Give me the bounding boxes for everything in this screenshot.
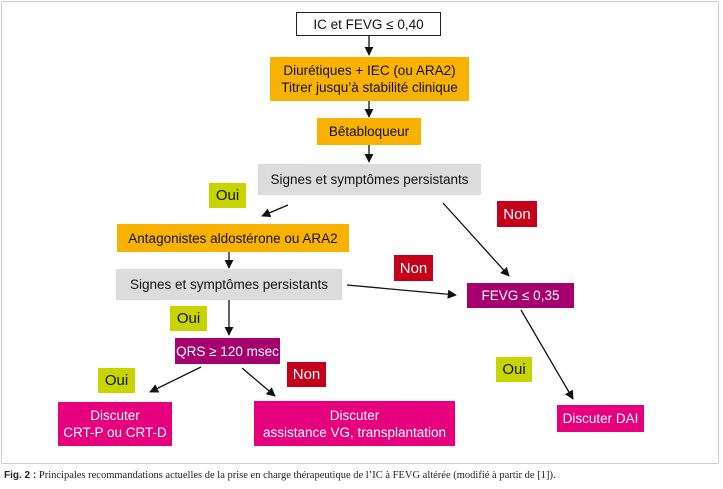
- node-signes-1: Signes et symptômes persistants: [258, 164, 481, 195]
- arrow-qrs-to-crt: [149, 366, 202, 393]
- label-non-1: Non: [497, 201, 537, 227]
- node-betabloqueur: Bêtabloqueur: [317, 118, 421, 145]
- arrow-signes1-to-antagonistes: [261, 204, 289, 217]
- arrow-qrs-to-assistance: [241, 367, 276, 397]
- node-dai: Discuter DAI: [557, 405, 644, 432]
- label-oui-4: Oui: [496, 357, 532, 382]
- caption-prefix: Fig. 2 :: [4, 470, 37, 481]
- caption-text: Principales recommandations actuelles de…: [36, 470, 556, 481]
- node-signes-2: Signes et symptômes persistants: [116, 269, 342, 300]
- arrow-signes1-to-fevg: [442, 202, 510, 277]
- figure-caption: Fig. 2 : Principales recommandations act…: [4, 470, 556, 481]
- node-qrs: QRS ≥ 120 msec: [175, 338, 280, 364]
- label-non-2: Non: [394, 255, 433, 281]
- arrow-fevg-to-dai: [520, 309, 574, 400]
- node-antagonistes: Antagonistes aldostérone ou ARA2: [117, 224, 349, 252]
- node-diuretiques: Diurétiques + IEC (ou ARA2) Titrer jusqu…: [270, 57, 469, 101]
- node-start: IC et FEVG ≤ 0,40: [296, 12, 441, 36]
- arrow-signes2-to-fevg: [346, 284, 457, 299]
- label-oui-2: Oui: [170, 306, 207, 331]
- node-assistance: Discuter assistance VG, transplantation: [254, 401, 455, 446]
- label-non-3: Non: [287, 362, 326, 387]
- node-crt: Discuter CRT-P ou CRT-D: [58, 402, 172, 446]
- label-oui-1: Oui: [209, 183, 246, 208]
- node-fevg-035: FEVG ≤ 0,35: [467, 283, 574, 308]
- label-oui-3: Oui: [98, 368, 135, 393]
- figure-frame: [1, 1, 719, 464]
